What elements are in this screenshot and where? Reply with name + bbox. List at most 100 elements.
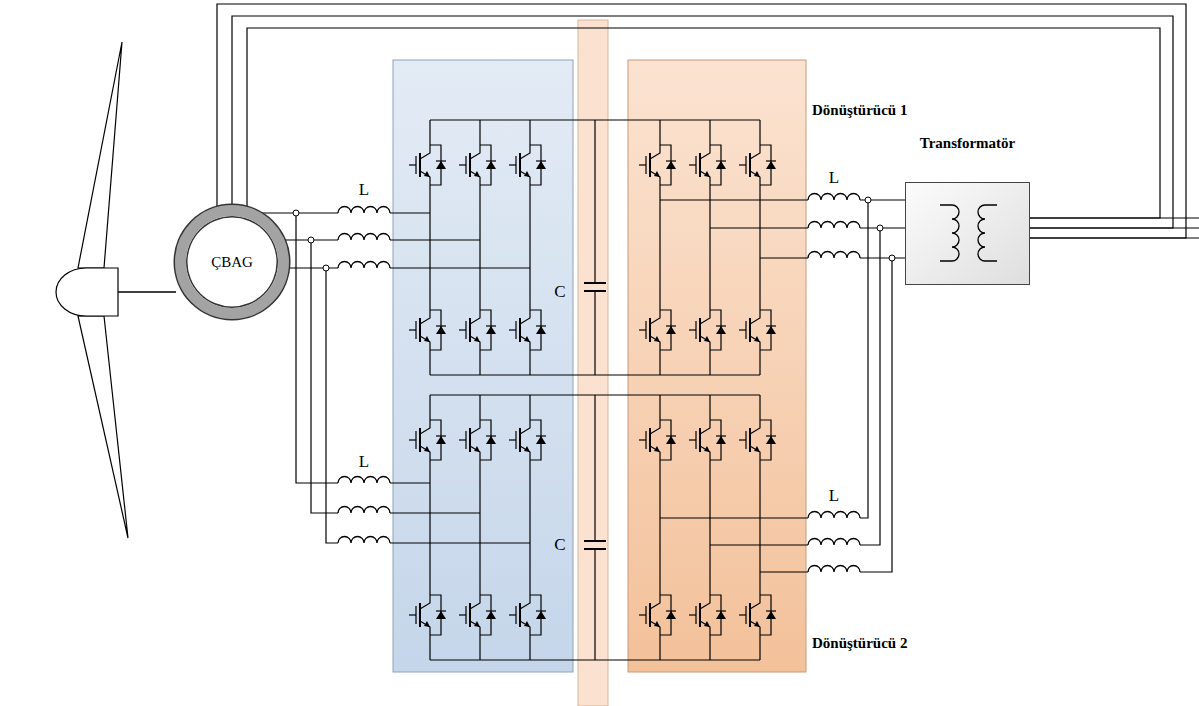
- gate-lead: [459, 614, 466, 615]
- diode-symbol: [436, 326, 446, 334]
- inductor-symbol: [338, 262, 390, 269]
- leg-wire: [429, 395, 430, 415]
- inductor-label: L: [829, 487, 839, 506]
- transformer-outline: [905, 182, 1030, 285]
- diode-symbol: [486, 611, 496, 619]
- emitter-arrow: [424, 446, 430, 452]
- gate-lead: [739, 329, 746, 330]
- leg-wire: [529, 120, 530, 140]
- diode-symbol: [536, 611, 546, 619]
- igbt-switch: [509, 140, 546, 190]
- diode-bar: [716, 435, 726, 436]
- diode-bar: [666, 160, 676, 161]
- collector-lead: [700, 305, 710, 324]
- generator-wire: [261, 212, 338, 213]
- diode-symbol: [666, 436, 676, 444]
- ac-wire: [660, 517, 808, 518]
- diode-bar: [486, 435, 496, 436]
- diode-symbol: [486, 326, 496, 334]
- base-bar: [469, 318, 471, 342]
- generator-wire: [289, 267, 338, 268]
- emitter-arrow: [754, 171, 760, 177]
- terminal-dot: [877, 225, 883, 231]
- inductor-label: L: [829, 169, 839, 188]
- leg-wire: [529, 640, 530, 660]
- base-bar: [519, 318, 521, 342]
- transformer-heading: Transformatör: [901, 134, 1034, 152]
- base-bar: [419, 318, 421, 342]
- base-bar: [469, 428, 471, 452]
- leg-wire: [479, 465, 480, 590]
- collector-lead: [650, 140, 660, 159]
- igbt-switch: [509, 590, 546, 640]
- gate-lead: [459, 439, 466, 440]
- base-bar: [469, 603, 471, 627]
- base-bar: [419, 428, 421, 452]
- igbt-switch: [639, 305, 676, 355]
- emitter-lead: [650, 336, 660, 355]
- diode-bar: [536, 435, 546, 436]
- leg-wire: [659, 640, 660, 660]
- diode-symbol: [436, 611, 446, 619]
- gate-lead: [639, 164, 646, 165]
- generator-label: ÇBAG: [211, 254, 253, 271]
- collector-lead: [420, 140, 430, 159]
- inductor-label: L: [359, 181, 369, 200]
- collector-lead: [470, 415, 480, 434]
- diode-bar: [536, 325, 546, 326]
- gate-lead: [409, 614, 416, 615]
- emitter-lead: [520, 336, 530, 355]
- emitter-arrow: [474, 171, 480, 177]
- igbt-switch: [739, 305, 776, 355]
- gate-lead: [459, 329, 466, 330]
- leg-wire: [709, 355, 710, 375]
- grid-side-wire: [860, 258, 892, 572]
- diode-symbol: [766, 326, 776, 334]
- collector-lead: [750, 305, 760, 324]
- diode-bar: [486, 610, 496, 611]
- base-bar: [519, 428, 521, 452]
- gate-bar: [645, 606, 646, 624]
- diode-symbol: [716, 611, 726, 619]
- gate-bar: [415, 156, 416, 174]
- igbt-switch: [689, 140, 726, 190]
- turbine-hub: [56, 268, 118, 316]
- emitter-lead: [470, 446, 480, 465]
- diode-bar: [486, 325, 496, 326]
- ac-wire: [390, 239, 480, 240]
- gate-lead: [689, 614, 696, 615]
- gate-lead: [689, 439, 696, 440]
- gate-lead: [509, 329, 516, 330]
- collector-lead: [520, 140, 530, 159]
- igbt-switch: [409, 140, 446, 190]
- diode-bar: [436, 325, 446, 326]
- emitter-arrow: [754, 446, 760, 452]
- emitter-lead: [420, 336, 430, 355]
- gate-lead: [739, 164, 746, 165]
- base-bar: [699, 428, 701, 452]
- capacitor-label: C: [554, 283, 565, 302]
- dc-rail: [594, 549, 595, 660]
- diode-symbol: [766, 161, 776, 169]
- igbt-switch: [459, 415, 496, 465]
- emitter-lead: [750, 171, 760, 190]
- gate-lead: [409, 164, 416, 165]
- transformer-winding: [940, 205, 959, 261]
- gate-bar: [695, 606, 696, 624]
- generator-wire: [296, 213, 338, 483]
- igbt-switch: [459, 305, 496, 355]
- turbine-shaft: [118, 291, 176, 292]
- leg-wire: [709, 465, 710, 590]
- converter-circuits: [261, 120, 905, 660]
- base-bar: [749, 428, 751, 452]
- base-bar: [749, 318, 751, 342]
- emitter-arrow: [704, 171, 710, 177]
- inductor-symbol: [808, 566, 860, 573]
- leg-wire: [429, 355, 430, 375]
- igbt-switch: [409, 305, 446, 355]
- emitter-lead: [650, 446, 660, 465]
- leg-wire: [709, 640, 710, 660]
- gate-lead: [639, 439, 646, 440]
